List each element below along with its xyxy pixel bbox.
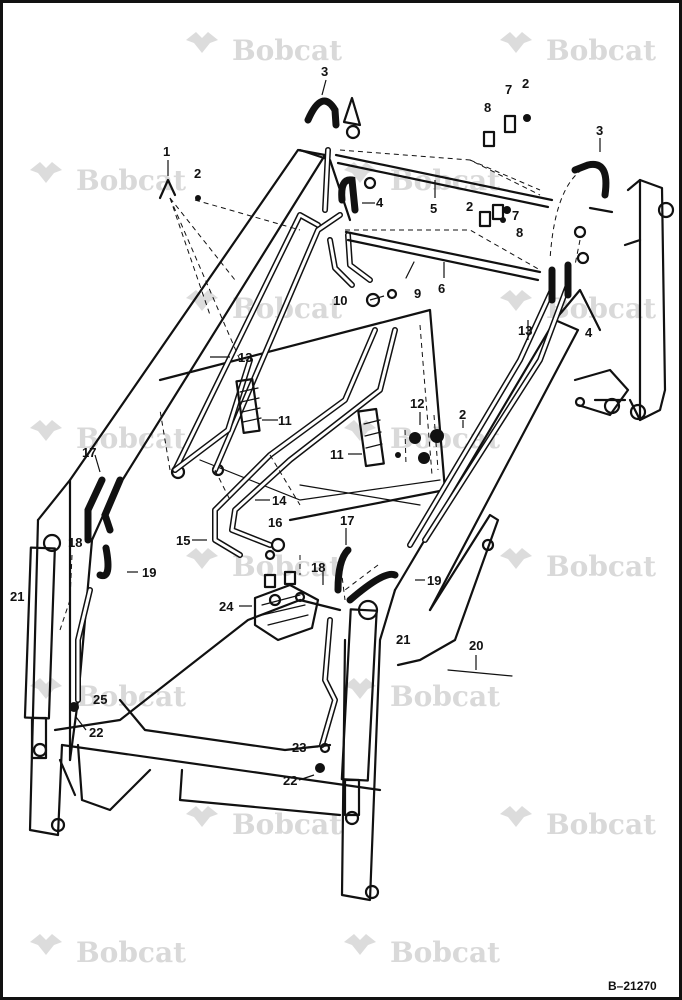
watermark-text: Bobcat [546,34,656,67]
watermark-mark: Bobcat [186,290,342,325]
watermark-mark: Bobcat [500,548,656,583]
callout-11: 11 [278,413,292,428]
callout-15: 15 [176,533,190,548]
callout-12: 12 [410,396,424,411]
callout-7: 7 [512,208,519,223]
pivot-pin-icon [629,403,647,421]
watermark-text: Bobcat [76,936,186,969]
pivot-pin-icon [657,201,675,219]
callout-labels: 3 8 7 2 3 1 2 4 5 2 7 8 9 6 10 13 4 13 1… [10,64,603,788]
callout-3: 3 [321,64,328,79]
loader-frame [28,148,675,902]
callout-25: 25 [93,692,107,707]
manifold-blocks [235,378,385,468]
callout-16: 16 [268,515,282,530]
lift-cylinder-left [23,533,62,760]
callout-2: 2 [194,166,201,181]
callout-18: 18 [311,560,325,575]
callout-1: 1 [163,144,170,159]
pivot-pin-icon [574,396,586,408]
hydraulic-parts-diagram: Bobcat Bobcat Bobcat Bobcat Bobcat Bobca… [10,32,675,993]
callout-13: 13 [238,350,252,365]
watermark-text: Bobcat [76,164,186,197]
watermark-mark: Bobcat [30,934,186,969]
callout-2: 2 [459,407,466,422]
callout-5: 5 [430,201,437,216]
watermark-mark: Bobcat [186,32,342,67]
callout-17: 17 [340,513,354,528]
hydraulic-hoses [84,97,610,604]
reference-lines [59,149,591,631]
cross-tubes [334,153,554,282]
callout-8: 8 [484,100,491,115]
callout-17: 17 [82,445,96,460]
callout-8: 8 [516,225,523,240]
watermark-text: Bobcat [232,34,342,67]
callout-23: 23 [292,740,306,755]
callout-11: 11 [330,447,344,462]
callout-4: 4 [585,325,593,340]
callout-24: 24 [219,599,234,614]
lift-cylinder-right [50,599,380,900]
callout-leaders [75,79,601,781]
callout-22: 22 [283,773,297,788]
watermark-text: Bobcat [76,680,186,713]
figure-reference: B–21270 [608,979,657,993]
watermark-text: Bobcat [76,422,186,455]
callout-9: 9 [414,286,421,301]
callout-3: 3 [596,123,603,138]
watermark-mark: Bobcat [30,678,186,713]
callout-10: 10 [333,293,347,308]
callout-22: 22 [89,725,103,740]
hydraulic-tubes [75,147,571,748]
watermark-text: Bobcat [546,808,656,841]
callout-6: 6 [438,281,445,296]
watermark-mark: Bobcat [186,806,342,841]
callout-2: 2 [522,76,529,91]
watermark-text: Bobcat [546,550,656,583]
watermark-mark: Bobcat [500,290,656,325]
callout-20: 20 [469,638,483,653]
watermark-mark: Bobcat [500,806,656,841]
watermark-mark: Bobcat [344,934,500,969]
control-valve [253,570,320,642]
watermark-mark: Bobcat [186,548,342,583]
callout-19: 19 [142,565,156,580]
callout-2: 2 [466,199,473,214]
callout-19: 19 [427,573,441,588]
callout-21: 21 [396,632,410,647]
watermark-text: Bobcat [390,936,500,969]
callout-18: 18 [68,535,82,550]
watermark-text: Bobcat [232,550,342,583]
small-fittings [69,96,614,773]
pivot-pin-icon [481,538,495,552]
callout-4: 4 [376,195,384,210]
callout-13: 13 [518,323,532,338]
callout-7: 7 [505,82,512,97]
watermark-mark: Bobcat [30,420,186,455]
callout-21: 21 [10,589,24,604]
callout-14: 14 [272,493,287,508]
watermark-mark: Bobcat [344,678,500,713]
watermark-mark: Bobcat [500,32,656,67]
watermark-text: Bobcat [390,680,500,713]
pivot-pin-icon [603,397,621,415]
